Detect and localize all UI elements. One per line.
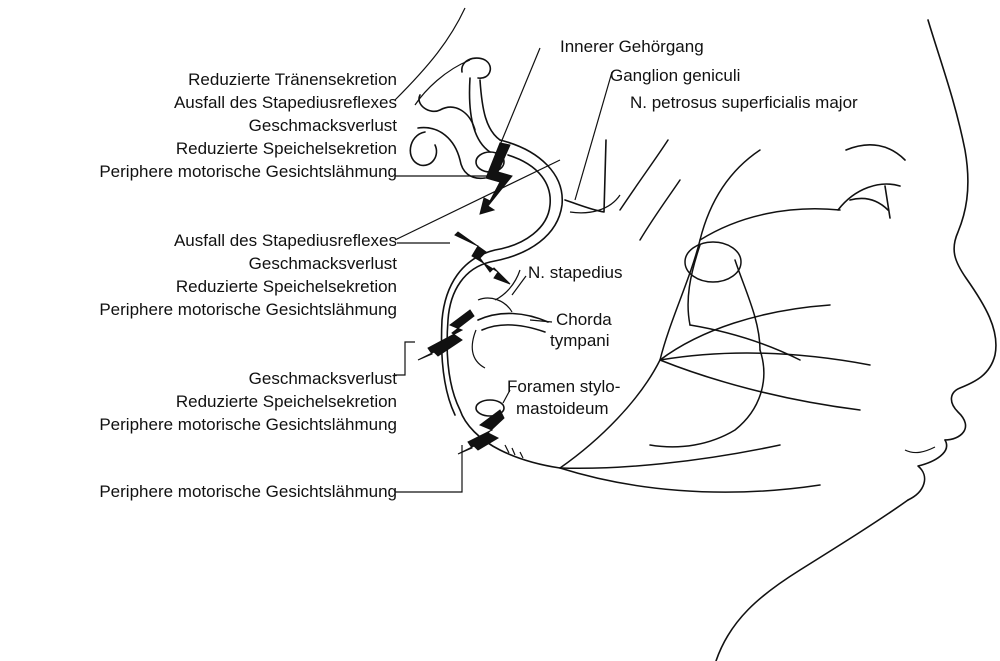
symptom-text: Reduzierte Speichelsekretion <box>176 139 397 158</box>
nerve-canal <box>442 140 620 468</box>
symptom-text: Reduzierte Speichelsekretion <box>176 277 397 296</box>
label-ganglion-geniculi: Ganglion geniculi <box>610 66 740 85</box>
symptom-group-3: Geschmacksverlust Reduzierte Speichelsek… <box>99 369 397 434</box>
symptom-text: Geschmacksverlust <box>249 254 398 273</box>
label-foramen: Foramen stylo- <box>507 377 620 396</box>
symptom-text: Periphere motorische Gesichtslähmung <box>99 482 397 501</box>
labyrinth <box>410 58 504 178</box>
lesion-arrow-3 <box>418 310 474 360</box>
symptom-text: Periphere motorische Gesichtslähmung <box>99 415 397 434</box>
label-chorda: Chorda <box>556 310 612 329</box>
symptom-group-2: Ausfall des Stapediusreflexes Geschmacks… <box>99 231 397 319</box>
label-mastoideum: mastoideum <box>516 399 609 418</box>
label-inner-ear-canal: Innerer Gehörgang <box>560 37 704 56</box>
symptom-group-4: Periphere motorische Gesichtslähmung <box>99 482 397 501</box>
symptom-group-1: Reduzierte Tränensekretion Ausfall des S… <box>99 70 397 181</box>
symptom-text: Reduzierte Speichelsekretion <box>176 392 397 411</box>
skull-outline <box>395 8 470 105</box>
lesion-arrow-2 <box>455 232 510 284</box>
symptom-text: Ausfall des Stapediusreflexes <box>174 231 397 250</box>
label-n-petrosus: N. petrosus superficialis major <box>630 93 858 112</box>
symptom-text: Periphere motorische Gesichtslähmung <box>99 300 397 319</box>
symptom-text: Periphere motorische Gesichtslähmung <box>99 162 397 181</box>
face-profile <box>716 20 996 661</box>
symptom-text: Ausfall des Stapediusreflexes <box>174 93 397 112</box>
label-n-stapedius: N. stapedius <box>528 263 623 282</box>
symptom-text: Geschmacksverlust <box>249 369 398 388</box>
label-tympani: tympani <box>550 331 610 350</box>
symptom-text: Geschmacksverlust <box>249 116 398 135</box>
lesion-arrow-4 <box>458 410 504 454</box>
symptom-text: Reduzierte Tränensekretion <box>188 70 397 89</box>
